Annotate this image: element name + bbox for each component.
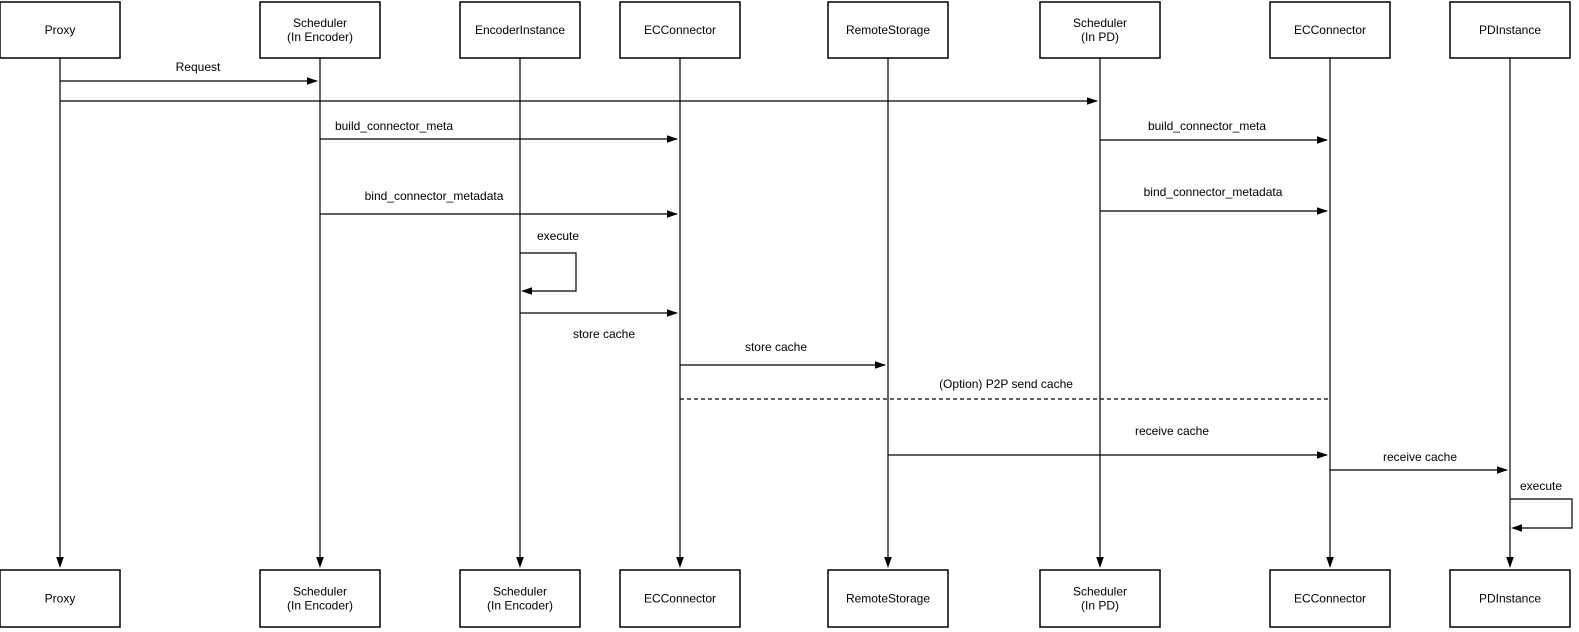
actor-box-bottom-remote-storage [827,569,949,628]
message-label-store-cache-to-remote-storage: store cache [745,340,807,354]
actor-box-top-proxy [0,1,121,59]
actor-label-top-pd-instance: PDInstance [1479,23,1541,37]
message-arrowhead-bind-connector-metadata-encoder [667,210,678,218]
actor-label-bottom-proxy: Proxy [45,592,76,606]
lifeline-arrowhead-proxy [56,557,64,568]
self-call-loop-execute-encoder [520,252,577,292]
actor-box-top-scheduler-pd [1039,1,1161,59]
message-label-store-cache-encoder-to-connector: store cache [573,327,635,341]
message-arrowhead-proxy-to-scheduler-pd [1087,97,1098,105]
lifeline-arrowhead-ec-connector-pd [1326,557,1334,568]
actor-box-bottom-ec-connector-pd [1269,569,1391,628]
actor-label-bottom-scheduler-pd: Scheduler(In PD) [1073,585,1127,613]
self-call-loop-execute-pd [1510,498,1573,529]
lifeline-arrowhead-scheduler-encoder [316,557,324,568]
actor-label-bottom-ec-connector-pd: ECConnector [1294,592,1366,606]
actor-box-top-ec-connector-pd [1269,1,1391,59]
actor-box-top-pd-instance [1449,1,1571,59]
actor-label-top-scheduler-pd: Scheduler(In PD) [1073,16,1127,44]
actor-label-bottom-encoder-instance: Scheduler(In Encoder) [487,585,553,613]
message-arrowhead-request [307,77,318,85]
actor-box-bottom-scheduler-encoder [259,569,381,628]
actor-box-bottom-encoder-instance [459,569,581,628]
actor-box-top-scheduler-encoder [259,1,381,59]
actor-label-top-proxy: Proxy [45,23,76,37]
lifeline-arrowhead-remote-storage [884,557,892,568]
message-label-receive-cache-from-remote: receive cache [1135,424,1209,438]
actor-box-top-ec-connector-encoder [619,1,741,59]
lifeline-arrowhead-scheduler-pd [1096,557,1104,568]
self-call-label-execute-encoder: execute [537,229,579,243]
lifeline-arrowhead-ec-connector-encoder [676,557,684,568]
message-arrowhead-store-cache-to-remote-storage [875,361,886,369]
message-label-bind-connector-metadata-pd: bind_connector_metadata [1144,185,1283,199]
message-arrowhead-store-cache-encoder-to-connector [667,309,678,317]
actor-label-top-encoder-instance: EncoderInstance [475,23,565,37]
message-label-receive-cache-to-pd: receive cache [1383,450,1457,464]
actor-box-bottom-proxy [0,569,121,628]
message-arrowhead-build-connector-meta-encoder [667,135,678,143]
actor-box-bottom-scheduler-pd [1039,569,1161,628]
message-arrowhead-receive-cache-from-remote [1317,451,1328,459]
message-arrowhead-receive-cache-to-pd [1497,466,1508,474]
message-arrowhead-build-connector-meta-pd [1317,136,1328,144]
lifeline-arrowhead-pd-instance [1506,557,1514,568]
actor-label-top-ec-connector-pd: ECConnector [1294,23,1366,37]
actor-label-bottom-pd-instance: PDInstance [1479,592,1541,606]
self-call-label-execute-pd: execute [1520,479,1562,493]
message-label-build-connector-meta-encoder: build_connector_meta [335,119,453,133]
message-label-request: Request [176,60,221,74]
actor-box-bottom-pd-instance [1449,569,1571,628]
actor-label-bottom-scheduler-encoder: Scheduler(In Encoder) [287,585,353,613]
actor-label-bottom-remote-storage: RemoteStorage [846,592,930,606]
self-call-arrowhead-execute-encoder [521,287,532,295]
message-label-p2p-send-cache: (Option) P2P send cache [939,377,1073,391]
actor-label-bottom-ec-connector-encoder: ECConnector [644,592,716,606]
lifeline-arrowhead-encoder-instance [516,557,524,568]
actor-box-bottom-ec-connector-encoder [619,569,741,628]
actor-label-top-ec-connector-encoder: ECConnector [644,23,716,37]
message-arrowhead-bind-connector-metadata-pd [1317,207,1328,215]
message-label-bind-connector-metadata-encoder: bind_connector_metadata [365,189,504,203]
message-label-build-connector-meta-pd: build_connector_meta [1148,119,1266,133]
actor-label-top-remote-storage: RemoteStorage [846,23,930,37]
actor-label-top-scheduler-encoder: Scheduler(In Encoder) [287,16,353,44]
self-call-arrowhead-execute-pd [1511,524,1522,532]
actor-box-top-remote-storage [827,1,949,59]
